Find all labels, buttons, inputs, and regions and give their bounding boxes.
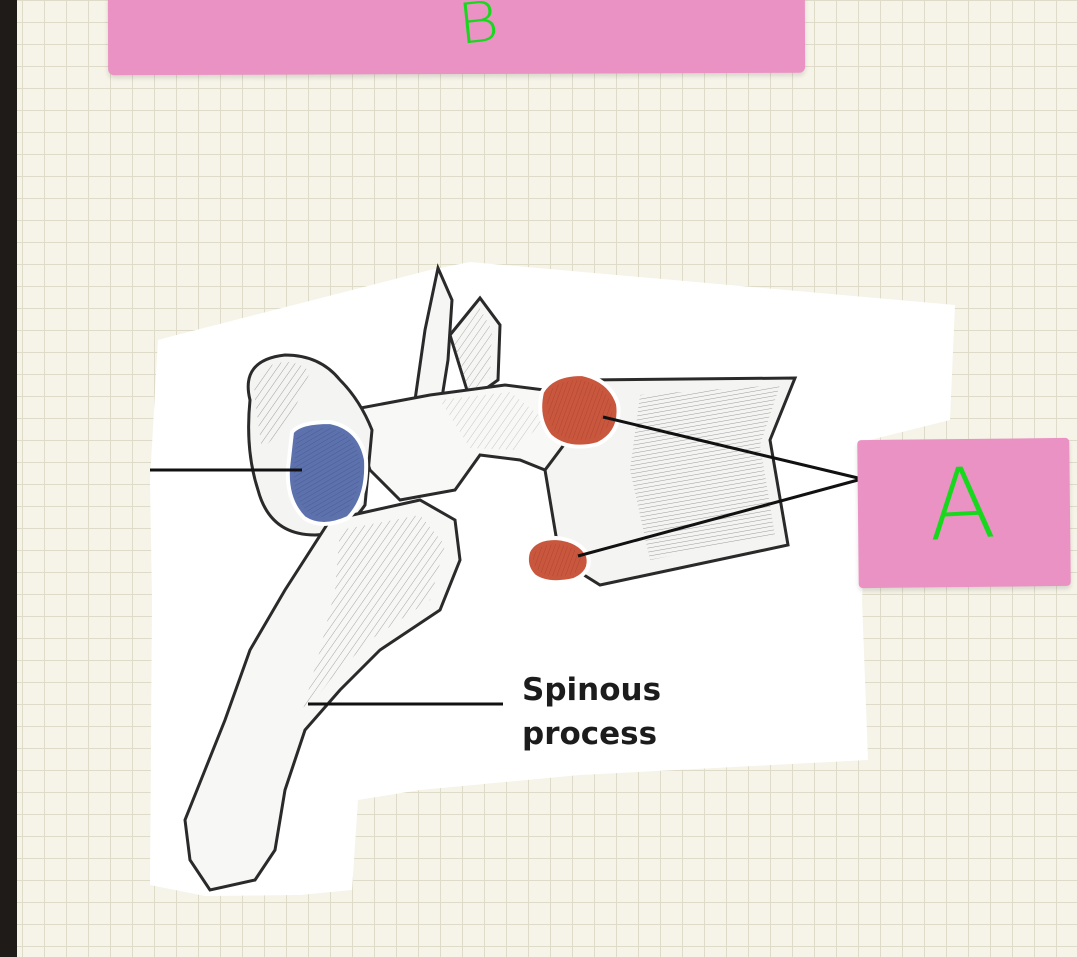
leader-line-a-inferior bbox=[577, 478, 859, 558]
vertebral-body-shading bbox=[630, 385, 780, 560]
spinous-label-line-2: process bbox=[522, 716, 658, 752]
left-edge-bar bbox=[0, 0, 17, 957]
leader-line-a-superior bbox=[602, 415, 859, 480]
pedicle-shading bbox=[440, 392, 545, 450]
blue-facet-texture bbox=[293, 428, 361, 517]
transverse-process-shading bbox=[254, 362, 310, 450]
superior-process-shading bbox=[452, 305, 492, 395]
spinous-process-label: Spinous process bbox=[522, 668, 661, 756]
handwritten-letter-a: A bbox=[925, 446, 998, 564]
spinous-process-shading bbox=[300, 515, 445, 720]
spinous-label-line-1: Spinous bbox=[522, 672, 662, 708]
red-facet-superior-texture bbox=[547, 380, 613, 440]
red-facet-inferior-texture bbox=[532, 544, 583, 577]
